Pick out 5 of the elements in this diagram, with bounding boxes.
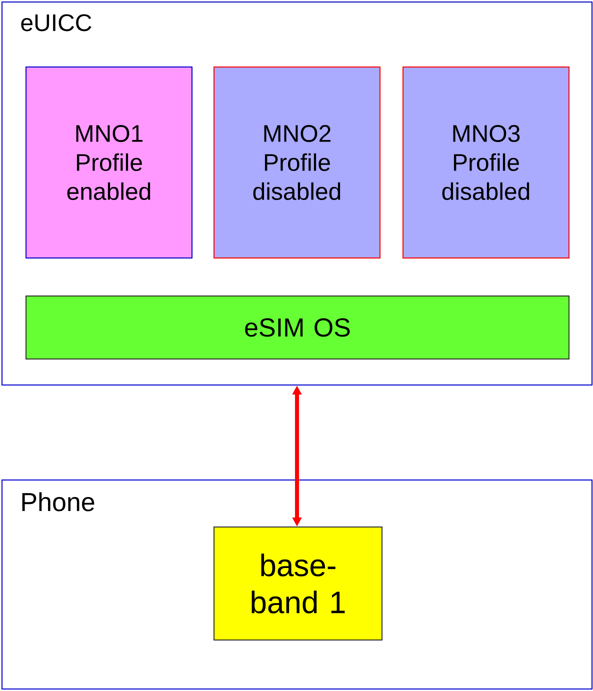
profile-box: MNO3 Profile disabled (402, 66, 570, 258)
profile-box: MNO2 Profile disabled (214, 66, 380, 258)
profile-box: base- band 1 (214, 526, 382, 640)
profile-box: MNO1 Profile enabled (26, 66, 192, 258)
os-bar: eSIM OS (26, 296, 570, 360)
